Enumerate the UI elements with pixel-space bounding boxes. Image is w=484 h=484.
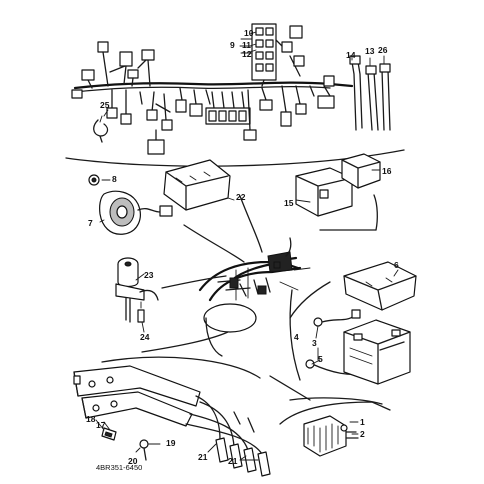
callout-2: 2 [360,429,365,439]
callout-21-right: 21 [228,456,238,466]
relay-units [295,153,381,217]
callout-14: 14 [346,50,356,60]
battery-cover [343,261,417,311]
callout-9: 9 [230,40,235,50]
horn-assembly [88,174,173,235]
callout-3: 3 [312,338,317,348]
diagram-code: 4BR351-6450 [96,463,142,472]
callout-17: 17 [96,420,106,430]
igniter-unit [163,159,231,211]
callout-labels: 10 9 11 12 14 13 26 25 8 7 22 15 16 23 2… [86,28,399,472]
ignition-switch [115,257,159,323]
callout-15: 15 [284,198,294,208]
callout-8: 8 [112,174,117,184]
callout-25: 25 [100,100,110,110]
callout-23: 23 [144,270,154,280]
section-divider-right [289,397,383,405]
callout-20: 20 [128,456,138,466]
callout-24: 24 [140,332,150,342]
callout-4: 4 [294,332,299,342]
callout-13: 13 [365,46,375,56]
callout-12: 12 [242,49,252,59]
callout-21-left: 21 [198,452,208,462]
section-divider-left [101,356,261,379]
battery [343,319,411,385]
callout-10: 10 [244,28,254,38]
callout-1: 1 [360,417,365,427]
callout-6: 6 [394,260,399,270]
callout-26: 26 [378,45,388,55]
rectifier-regulator [279,401,391,457]
callout-19: 19 [166,438,176,448]
callout-leaders [95,31,399,461]
leader-lines [141,194,378,401]
callout-22: 22 [236,192,246,202]
callout-16: 16 [382,166,392,176]
callout-5: 5 [318,354,323,364]
frame-assembly [198,251,311,357]
callout-18: 18 [86,414,96,424]
callout-11: 11 [242,40,251,50]
wire-harness [71,23,391,155]
callout-7: 7 [88,218,93,228]
